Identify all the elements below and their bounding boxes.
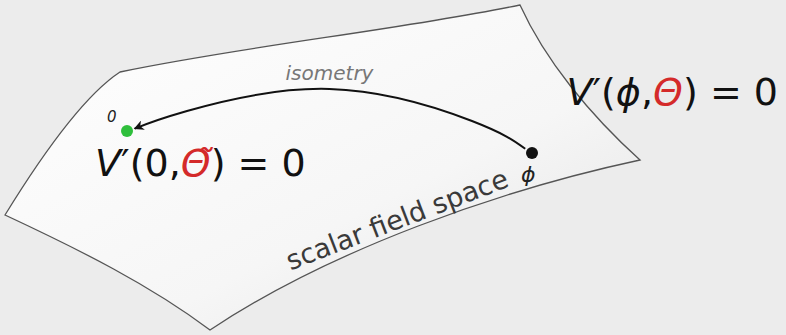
edge-label: isometry bbox=[283, 63, 377, 83]
sheet-surface bbox=[5, 5, 640, 330]
equation: V′(0,Θ̃) = 0 bbox=[95, 143, 306, 185]
point-dot bbox=[121, 125, 133, 137]
field-point: 0 bbox=[121, 125, 133, 137]
point-dot bbox=[526, 147, 538, 159]
isometry-arrow bbox=[135, 89, 526, 149]
field-point: ϕ bbox=[526, 147, 538, 159]
point-label: 0 bbox=[107, 110, 117, 125]
point-label: ϕ bbox=[521, 164, 536, 186]
equation: V′(ϕ,Θ) = 0 bbox=[566, 72, 778, 114]
